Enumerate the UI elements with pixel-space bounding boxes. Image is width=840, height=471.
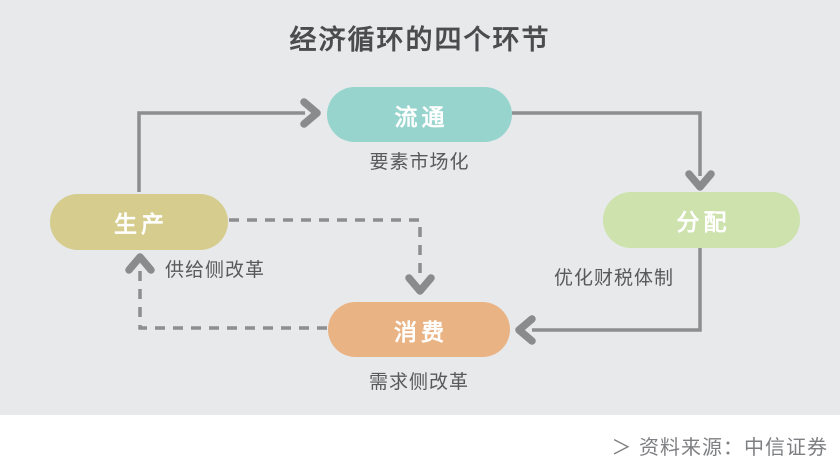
arrows-layer	[125, 98, 715, 345]
dashed-arrow-consumption-to-production	[125, 253, 327, 330]
dashed-arrow-production-to-consumption	[229, 218, 435, 295]
arrow-distribution-to-consumption	[515, 248, 702, 345]
node-distribution: 分配	[603, 192, 800, 248]
diagram-panel: 经济循环的四个环节	[0, 0, 840, 415]
sublabel-production: 供给侧改革	[164, 260, 265, 281]
arrow-circulation-to-distribution	[512, 111, 715, 191]
sublabel-consumption: 需求侧改革	[368, 372, 469, 393]
node-production: 生产	[50, 194, 228, 250]
node-production-label: 生产	[114, 211, 168, 237]
node-consumption-label: 消费	[394, 318, 448, 345]
diagram-title: 经济循环的四个环节	[289, 25, 551, 55]
arrow-production-to-circulation	[137, 98, 321, 192]
node-circulation: 流通	[327, 87, 512, 142]
node-distribution-label: 分配	[676, 209, 731, 235]
source-note: ＞ 资料来源：中信证券	[611, 437, 828, 459]
node-circulation-label: 流通	[394, 103, 449, 130]
sublabel-distribution: 优化财税体制	[553, 268, 674, 289]
sublabel-circulation: 要素市场化	[369, 152, 470, 173]
node-consumption: 消费	[328, 302, 510, 357]
